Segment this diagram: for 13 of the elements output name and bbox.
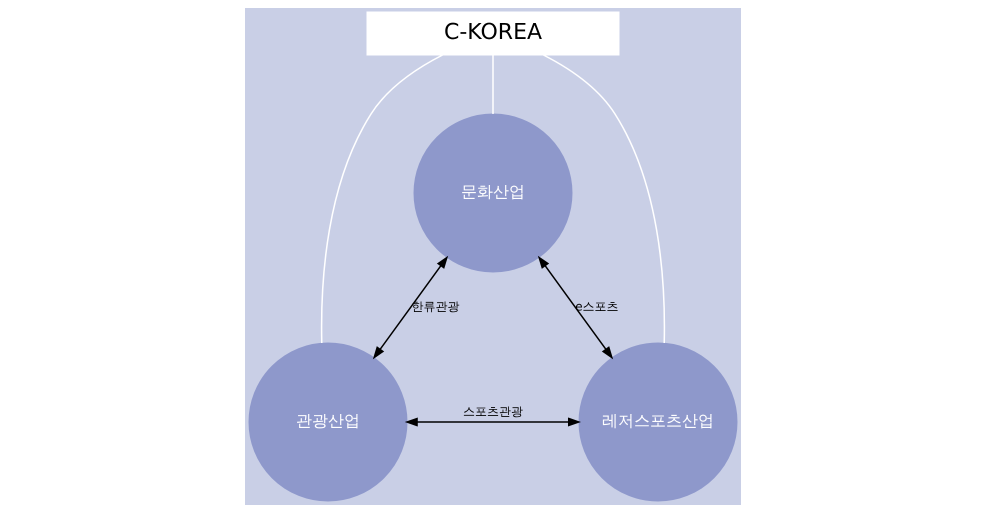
node-circle: 문화산업 [414,114,572,272]
edge-label: 한류관광 [412,300,460,314]
arrow [538,256,614,360]
connector [543,54,666,344]
node-circle: 관광산업 [248,342,408,502]
arrow [404,417,582,427]
node-circle: 레저스포츠산업 [578,342,738,502]
arrow [372,256,448,360]
connector [492,55,494,114]
edge-label: 스포츠관광 [463,404,523,419]
connector [320,54,443,344]
node-box: C-KOREA [366,12,620,56]
edge-label: e스포츠 [575,300,619,314]
